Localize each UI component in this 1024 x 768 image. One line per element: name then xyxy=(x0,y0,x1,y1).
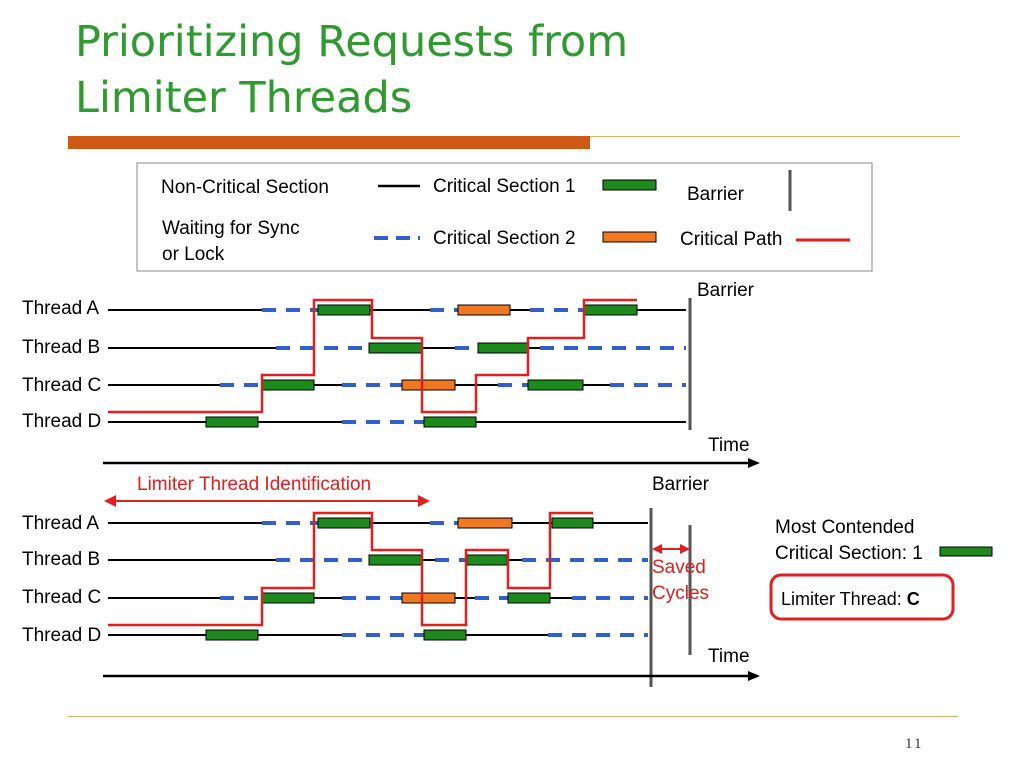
top-thread-c-timeline xyxy=(108,379,686,391)
legend-cs2-label: Critical Section 2 xyxy=(433,228,576,249)
most-contended-cs1-swatch xyxy=(939,546,993,557)
title-underline-bar xyxy=(68,136,590,149)
footer-rule xyxy=(68,716,958,717)
bottom-thread-a-label: Thread A xyxy=(22,513,99,534)
slide-title-line-2: Limiter Threads xyxy=(75,73,413,123)
top-thread-d-label: Thread D xyxy=(22,411,101,432)
top-thread-c-label: Thread C xyxy=(22,375,101,396)
legend-cs1-swatch xyxy=(602,179,657,191)
limiter-identification-label: Limiter Thread Identification xyxy=(137,474,371,495)
bottom-thread-d-label: Thread D xyxy=(22,625,101,646)
saved-cycles-label-1: Saved xyxy=(652,557,706,578)
limiter-thread-value: C xyxy=(907,589,920,609)
bottom-thread-c-label: Thread C xyxy=(22,587,101,608)
bottom-time-label: Time xyxy=(708,646,750,667)
legend-box xyxy=(136,162,873,272)
most-contended-label-1: Most Contended xyxy=(775,517,914,538)
bottom-time-arrowhead xyxy=(748,671,760,681)
legend-barrier-label: Barrier xyxy=(687,184,745,205)
slide-title: Prioritizing Requests from Limiter Threa… xyxy=(75,14,775,126)
top-thread-a-timeline xyxy=(108,304,686,316)
top-time-arrowhead xyxy=(748,458,760,468)
bottom-thread-d-timeline xyxy=(108,629,648,641)
limiter-identification-arrowhead-right xyxy=(418,495,430,507)
limiter-thread-label: Limiter Thread: C xyxy=(781,589,920,609)
top-thread-a-label: Thread A xyxy=(22,298,99,319)
legend-cs2-swatch xyxy=(602,231,657,243)
top-thread-b-timeline xyxy=(108,342,686,354)
bottom-thread-c-timeline xyxy=(108,592,648,604)
limiter-thread-box xyxy=(769,573,955,621)
top-time-label: Time xyxy=(708,435,750,456)
top-barrier-label: Barrier xyxy=(697,280,755,301)
legend-cs1-label: Critical Section 1 xyxy=(433,176,576,197)
top-critical-path xyxy=(108,298,637,414)
saved-cycles-arrowhead-right xyxy=(680,544,690,554)
saved-cycles-arrowhead-left xyxy=(652,544,662,554)
top-diagram: Thread A Thread B Thread C Thread D xyxy=(22,280,760,468)
bottom-thread-b-label: Thread B xyxy=(22,549,100,570)
saved-cycles-label-2: Cycles xyxy=(652,583,709,604)
limiter-thread-label-text: Limiter Thread: xyxy=(781,589,907,609)
slide-title-line-1: Prioritizing Requests from xyxy=(75,17,629,67)
legend-waiting-label-2: or Lock xyxy=(162,244,225,265)
bottom-diagram: Limiter Thread Identification Thread A T… xyxy=(22,474,993,687)
limiter-identification-arrowhead-left xyxy=(104,495,116,507)
legend: Non-Critical Section Waiting for Sync or… xyxy=(136,162,873,272)
top-thread-d-timeline xyxy=(108,416,686,428)
top-thread-b-label: Thread B xyxy=(22,337,100,358)
page-number: 11 xyxy=(905,736,924,752)
bottom-thread-a-timeline xyxy=(108,517,648,529)
bottom-barrier-label: Barrier xyxy=(652,474,710,495)
legend-non-critical-label: Non-Critical Section xyxy=(161,177,329,198)
bottom-critical-path xyxy=(108,511,593,627)
bottom-thread-b-timeline xyxy=(108,554,648,566)
title-underline-thin xyxy=(590,136,960,137)
most-contended-label-2: Critical Section: 1 xyxy=(775,543,923,564)
legend-critical-path-label: Critical Path xyxy=(680,229,782,250)
legend-waiting-label-1: Waiting for Sync xyxy=(162,218,300,239)
